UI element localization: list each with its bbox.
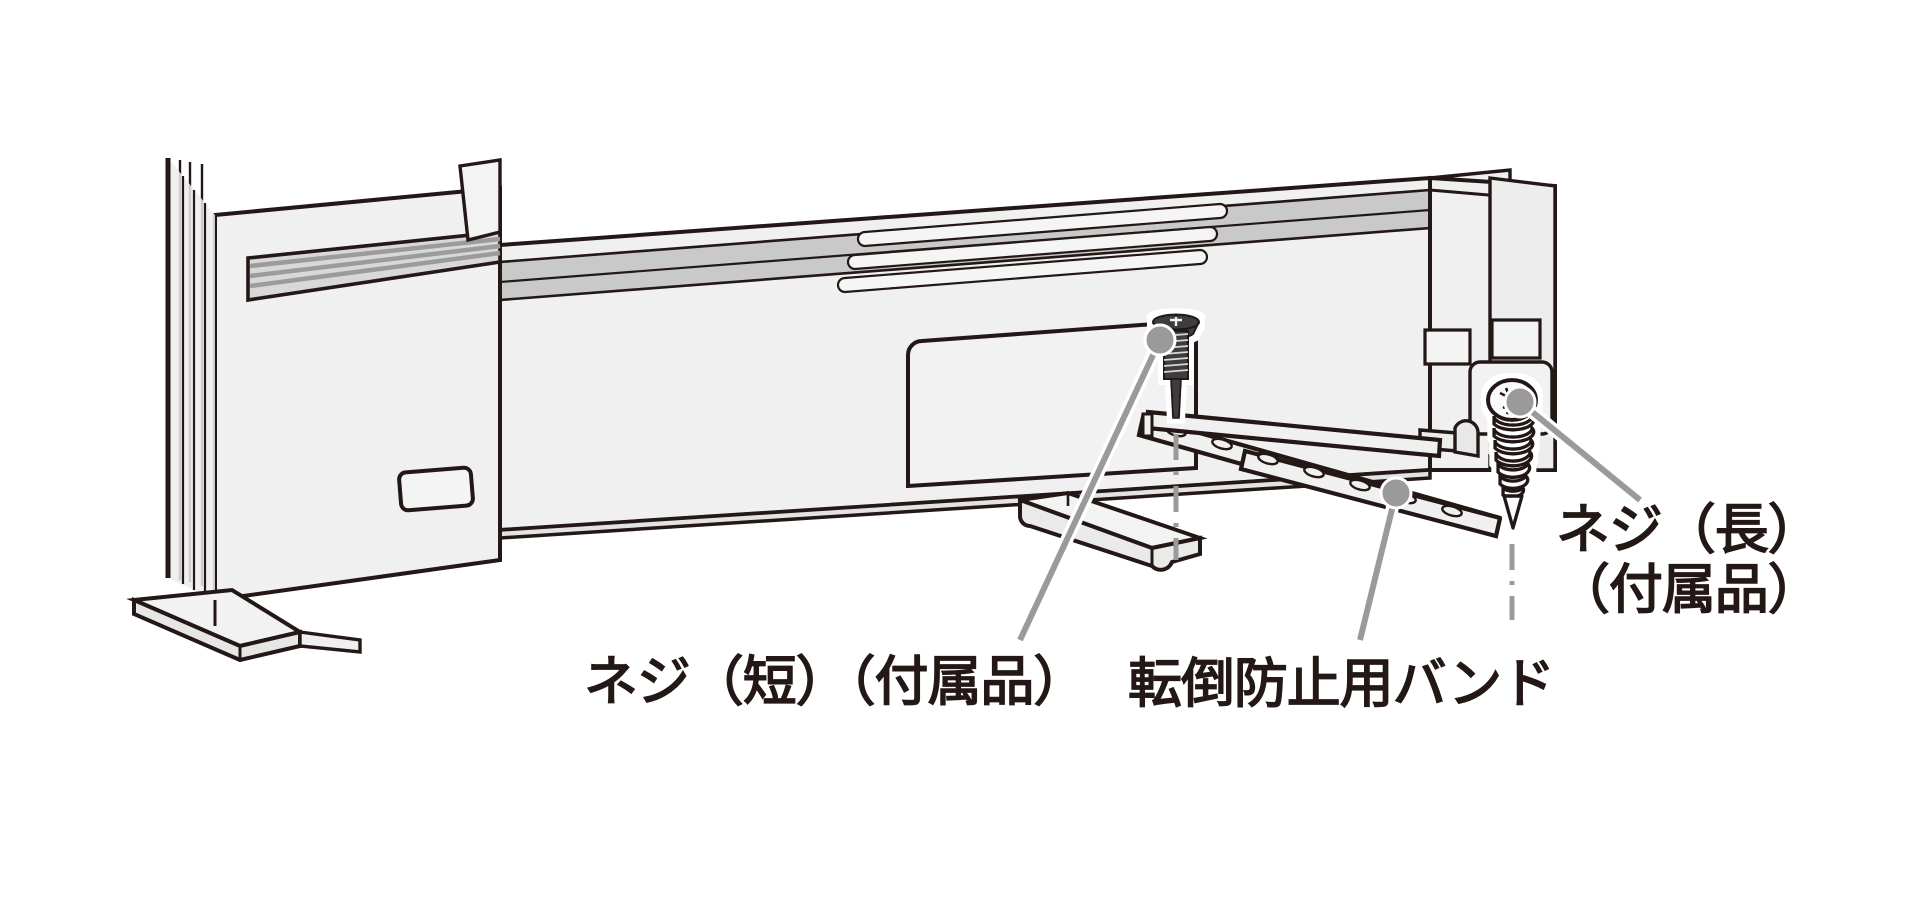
cabinet-left-riser [458, 158, 502, 243]
tv-cabinet [126, 158, 1557, 663]
label-anti-tip-band: 転倒防止用バンド [1128, 652, 1555, 715]
label-screw-long-line2: （付属品） [1556, 558, 1822, 622]
left-top-stripes [249, 236, 501, 289]
leader-dot-band [1379, 476, 1413, 510]
stand-foot-right [1018, 490, 1208, 572]
left-top-striped-face [246, 230, 502, 303]
leader-screw-short [1017, 338, 1163, 642]
stand-foot-left [126, 587, 362, 663]
leader-screw-long [1518, 399, 1642, 503]
leader-band [1357, 492, 1399, 641]
vent-slots [836, 202, 1229, 294]
label-screw-long-line1: ネジ（長） [1556, 498, 1822, 561]
leader-lines [1014, 323, 1645, 643]
leader-dot-screw-long [1503, 385, 1537, 419]
port-cutout-left [397, 465, 475, 513]
screw-long [1486, 378, 1538, 530]
label-screw-short: ネジ（短）（付属品） [584, 650, 1087, 713]
anti-tip-band-cross [1141, 412, 1154, 438]
anti-tip-band-upper-overlap [1238, 448, 1503, 539]
label-screw-long: ネジ（長） （付属品） [1556, 498, 1822, 622]
leader-dot-screw-short [1143, 323, 1177, 357]
port-cutouts-right [1423, 318, 1542, 366]
anti-tip-band-group [1136, 409, 1503, 539]
